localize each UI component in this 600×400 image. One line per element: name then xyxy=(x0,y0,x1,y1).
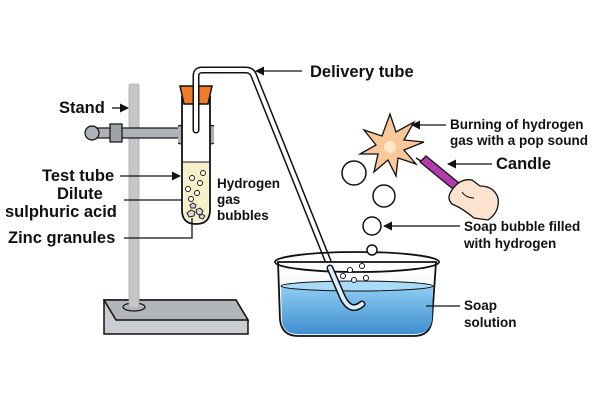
beaker xyxy=(274,251,440,337)
hand xyxy=(448,179,499,221)
label-hydrogen-line3: bubbles xyxy=(217,208,269,223)
label-candle: Candle xyxy=(496,155,551,173)
label-hydrogen-line2: gas xyxy=(217,192,240,207)
labels: Stand Delivery tube Burning of hydrogen … xyxy=(5,63,588,330)
label-soap-bubble-line1: Soap bubble filled xyxy=(464,219,580,234)
hydrogen-bubbles xyxy=(185,170,206,202)
leader-lines xyxy=(112,66,492,307)
label-test-tube: Test tube xyxy=(42,167,114,185)
label-zinc-granules: Zinc granules xyxy=(8,229,115,247)
pop-flame xyxy=(357,112,425,179)
label-soap-bubble-line2: with hydrogen xyxy=(463,236,556,251)
label-burning-line1: Burning of hydrogen xyxy=(450,117,583,132)
clamp-screw xyxy=(84,125,100,141)
label-stand: Stand xyxy=(59,99,105,117)
label-soap-solution-line1: Soap xyxy=(464,298,497,313)
label-soap-solution-line2: solution xyxy=(464,315,517,330)
zinc-granules xyxy=(186,202,206,220)
soap-bubbles xyxy=(341,160,396,256)
label-dilute-line1: Dilute xyxy=(57,185,103,203)
label-dilute-line2: sulphuric acid xyxy=(5,203,117,221)
stand-rod xyxy=(128,83,140,309)
stand xyxy=(84,83,250,335)
test-tube xyxy=(179,85,213,225)
label-burning-line2: gas with a pop sound xyxy=(450,133,588,148)
label-hydrogen-line1: Hydrogen xyxy=(217,176,280,191)
label-delivery-tube: Delivery tube xyxy=(310,63,414,81)
